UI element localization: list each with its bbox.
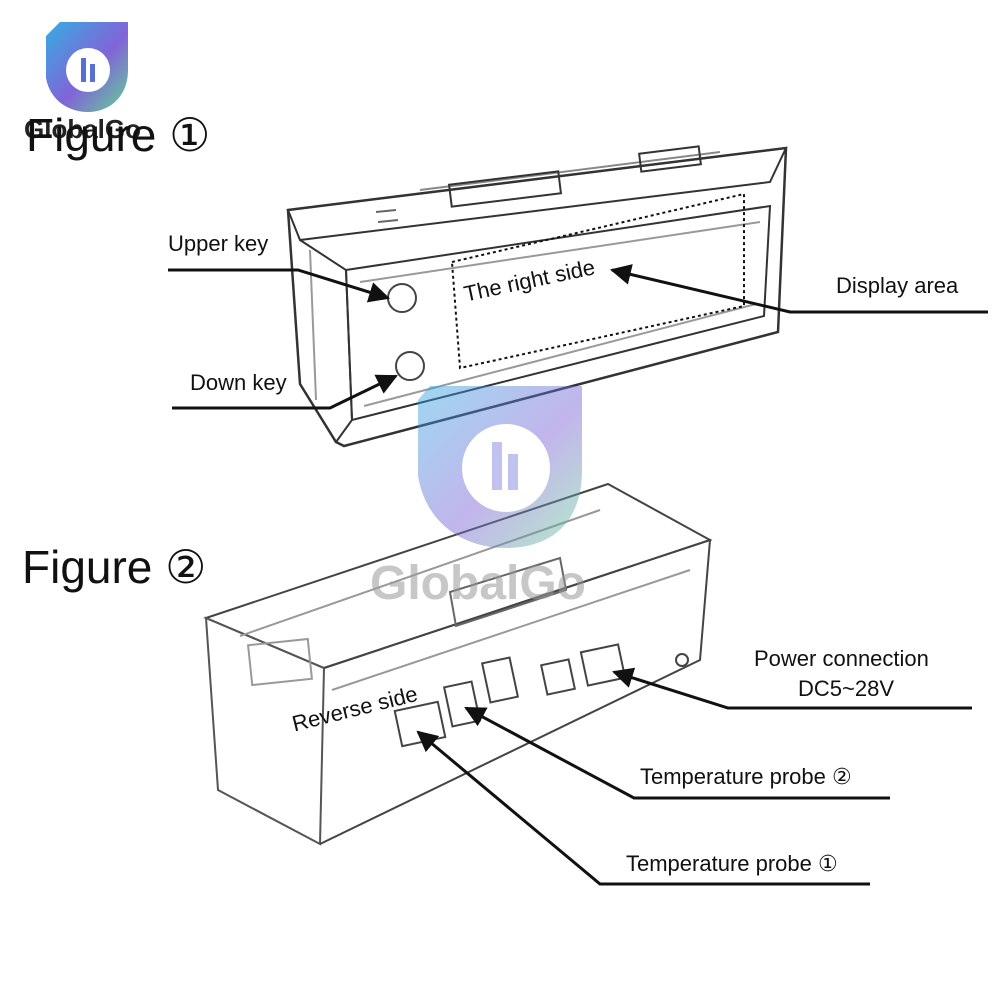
temperature-probe-1-label: Temperature probe ① — [626, 851, 838, 876]
temperature-probe-2-label: Temperature probe ② — [640, 764, 852, 789]
leader-power-connection — [611, 667, 972, 710]
upper-key-label: Upper key — [168, 231, 269, 256]
figure-2-heading: Figure ② — [22, 541, 207, 593]
watermark-logo-icon — [418, 386, 582, 548]
upper-key-button — [387, 283, 417, 313]
leader-down-key — [172, 374, 398, 410]
figure-1-heading: Figure ① — [26, 109, 211, 161]
brand-logo-icon — [46, 22, 128, 112]
leader-lines — [168, 264, 988, 886]
down-key-button — [395, 351, 425, 381]
brand-logo-text: GlobalGo — [24, 114, 141, 144]
reverse-view-device — [203, 482, 713, 846]
power-voltage-label: DC5~28V — [798, 676, 895, 701]
watermark-text: GlobalGo — [370, 557, 586, 610]
leader-probe-1 — [416, 730, 870, 886]
leader-upper-key — [168, 268, 391, 303]
power-connection-label: Power connection — [754, 646, 929, 671]
leader-probe-2 — [464, 706, 890, 800]
down-key-label: Down key — [190, 370, 287, 395]
leader-display-area — [609, 264, 988, 314]
display-area-label: Display area — [836, 273, 959, 298]
